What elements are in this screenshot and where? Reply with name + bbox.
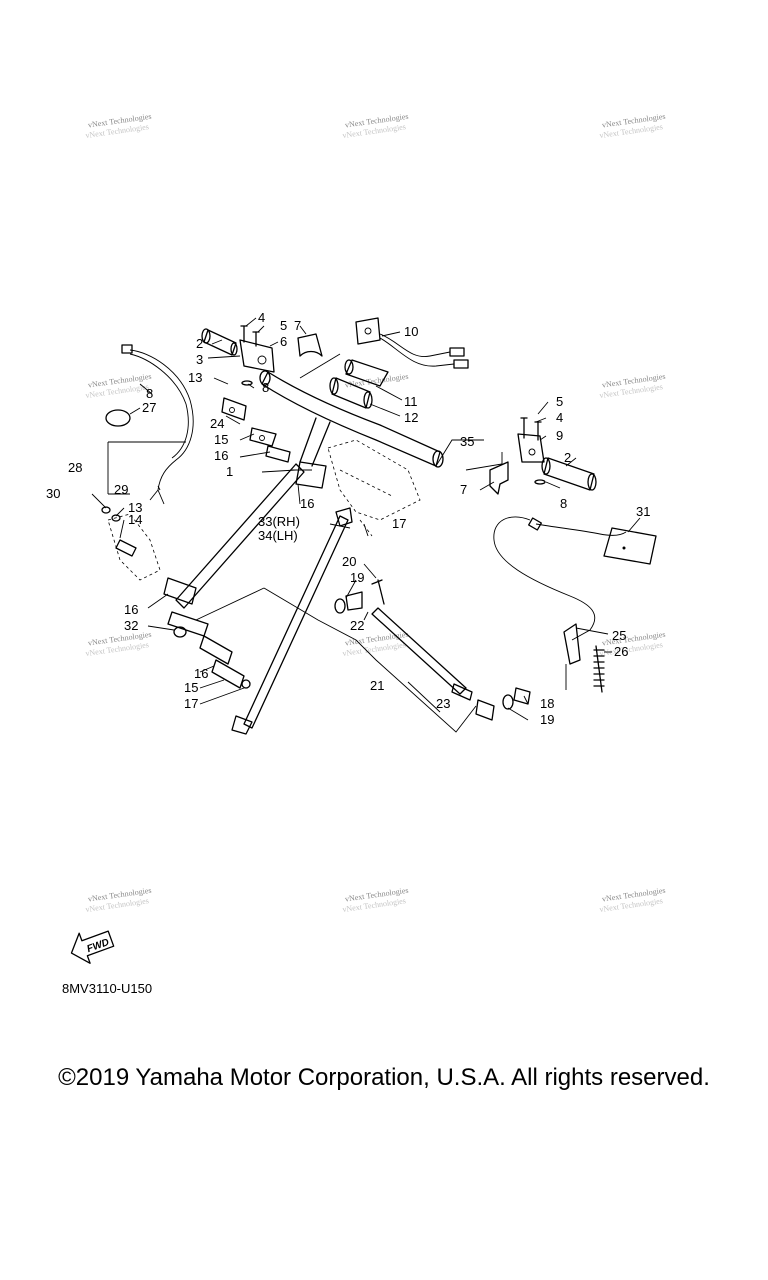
callout-14: 14 bbox=[128, 512, 142, 527]
callout-16: 16 bbox=[124, 602, 138, 617]
callout-13: 13 bbox=[188, 370, 202, 385]
callout-33: 33(RH) bbox=[258, 514, 300, 529]
throttle-clip-left bbox=[297, 333, 323, 357]
right-housing-9 bbox=[517, 417, 545, 463]
right-grip bbox=[541, 457, 597, 491]
callout-21: 21 bbox=[370, 678, 384, 693]
left-switch-housing bbox=[239, 339, 275, 373]
callout-19: 19 bbox=[540, 712, 554, 727]
ring-27 bbox=[105, 409, 131, 427]
callout-27: 27 bbox=[142, 400, 156, 415]
callout-labels: 2 3 4 5 7 6 8 10 11 12 13 8 27 24 15 16 … bbox=[46, 310, 650, 727]
callout-32: 32 bbox=[124, 618, 138, 633]
callout-5: 5 bbox=[556, 394, 563, 409]
callout-9: 9 bbox=[556, 428, 563, 443]
steering-bracket bbox=[327, 439, 421, 537]
callout-17: 17 bbox=[184, 696, 198, 711]
washer-30 bbox=[101, 506, 111, 514]
callout-10: 10 bbox=[404, 324, 418, 339]
callout-31: 31 bbox=[636, 504, 650, 519]
group-outlines bbox=[107, 353, 503, 733]
washer-13-lower bbox=[111, 514, 121, 522]
callout-24: 24 bbox=[210, 416, 224, 431]
upper-clamp bbox=[221, 397, 291, 463]
callout-17: 17 bbox=[392, 516, 406, 531]
spring-26 bbox=[593, 645, 605, 693]
callout-16: 16 bbox=[194, 666, 208, 681]
callout-13: 13 bbox=[128, 500, 142, 515]
callout-8: 8 bbox=[560, 496, 567, 511]
callout-8: 8 bbox=[146, 386, 153, 401]
callout-1: 1 bbox=[226, 464, 233, 479]
washer-8-left bbox=[241, 380, 253, 386]
callout-29: 29 bbox=[114, 482, 128, 497]
callout-34: 34(LH) bbox=[258, 528, 298, 543]
callout-7: 7 bbox=[460, 482, 467, 497]
callout-18: 18 bbox=[540, 696, 554, 711]
copyright-notice: ©2019 Yamaha Motor Corporation, U.S.A. A… bbox=[58, 1064, 710, 1091]
callout-19: 19 bbox=[350, 570, 364, 585]
switch-10 bbox=[355, 317, 469, 369]
callout-28: 28 bbox=[68, 460, 82, 475]
callout-23: 23 bbox=[436, 696, 450, 711]
bracket-14 bbox=[107, 513, 161, 581]
callout-6: 6 bbox=[280, 334, 287, 349]
callout-16: 16 bbox=[214, 448, 228, 463]
callout-30: 30 bbox=[46, 486, 60, 501]
cable-28 bbox=[121, 344, 194, 505]
callout-15: 15 bbox=[214, 432, 228, 447]
label-31 bbox=[603, 527, 657, 565]
callout-4: 4 bbox=[258, 310, 265, 325]
throttle-cable bbox=[493, 516, 627, 690]
callout-26: 26 bbox=[614, 644, 628, 659]
callout-2: 2 bbox=[564, 450, 571, 465]
leader-lines bbox=[91, 317, 641, 721]
heater-grips-11-12 bbox=[329, 359, 389, 409]
washer-8-right bbox=[534, 479, 546, 485]
callout-11: 11 bbox=[404, 394, 418, 409]
callout-3: 3 bbox=[196, 352, 203, 367]
callout-2: 2 bbox=[196, 336, 203, 351]
tie-rod bbox=[231, 507, 353, 735]
diagram-code: 8MV3110-U150 bbox=[62, 981, 153, 996]
throttle-lever-7 bbox=[489, 461, 509, 495]
callout-12: 12 bbox=[404, 410, 418, 425]
callout-5: 5 bbox=[280, 318, 287, 333]
callout-7: 7 bbox=[294, 318, 301, 333]
callout-25: 25 bbox=[612, 628, 626, 643]
watermarks: vNext Technologies vNext Technologies vN… bbox=[85, 112, 666, 914]
callout-35: 35 bbox=[460, 434, 474, 449]
callout-8: 8 bbox=[262, 380, 269, 395]
callout-16: 16 bbox=[300, 496, 314, 511]
steering-column bbox=[175, 417, 331, 609]
callout-15: 15 bbox=[184, 680, 198, 695]
left-grip bbox=[201, 328, 238, 356]
callout-22: 22 bbox=[350, 618, 364, 633]
callout-4: 4 bbox=[556, 410, 563, 425]
callout-20: 20 bbox=[342, 554, 356, 569]
fwd-arrow: FWD bbox=[70, 930, 115, 964]
